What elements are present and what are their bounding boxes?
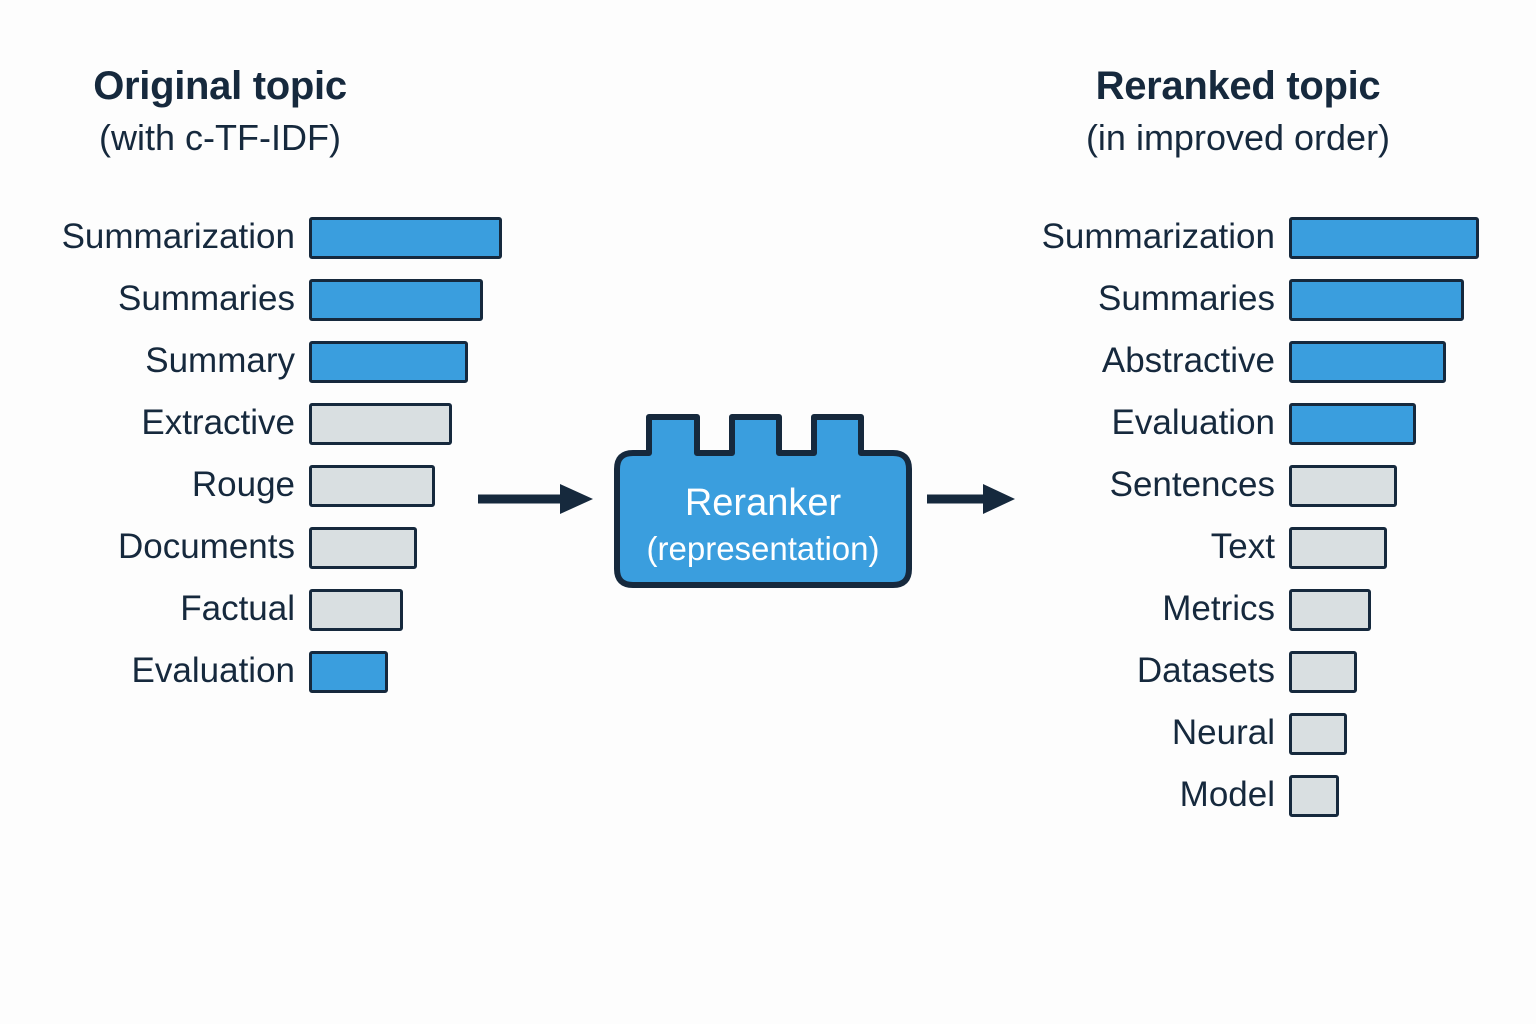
- bar-muted: [1289, 527, 1387, 569]
- bar-row: Model: [980, 773, 1520, 835]
- bar-muted: [1289, 589, 1371, 631]
- reranker-stage: Reranker (representation): [470, 405, 1030, 605]
- bar-row: Summarization: [0, 215, 520, 277]
- bar-label: Summarization: [61, 217, 295, 256]
- bar-muted: [1289, 775, 1339, 817]
- bar-row: Sentences: [980, 463, 1520, 525]
- output-arrow-icon: [927, 482, 1015, 516]
- bar-accent: [1289, 403, 1416, 445]
- right-column-heading: Reranked topic (in improved order): [1038, 66, 1438, 156]
- right-column-subtitle: (in improved order): [1085, 117, 1391, 158]
- bar-row: Datasets: [980, 649, 1520, 711]
- bar-label: Summaries: [118, 279, 295, 318]
- bar-row: Evaluation: [0, 649, 520, 711]
- bar-label: Neural: [1171, 713, 1275, 752]
- reranker-block[interactable]: Reranker (representation): [603, 405, 923, 597]
- bar-row: Evaluation: [980, 401, 1520, 463]
- bar-row: Summaries: [0, 277, 520, 339]
- bar-accent: [309, 217, 502, 259]
- left-column-title: Original topic: [93, 64, 347, 108]
- bar-accent: [1289, 341, 1446, 383]
- bar-row: Summary: [0, 339, 520, 401]
- left-column-subtitle: (with c-TF-IDF): [99, 117, 341, 158]
- bar-label: Datasets: [1136, 651, 1275, 690]
- bar-label: Abstractive: [1101, 341, 1275, 380]
- bar-label: Extractive: [141, 403, 295, 442]
- bar-muted: [1289, 465, 1397, 507]
- bar-label: Sentences: [1109, 465, 1275, 504]
- bar-accent: [1289, 279, 1464, 321]
- bar-row: Extractive: [0, 401, 520, 463]
- bar-row: Factual: [0, 587, 520, 649]
- bar-label: Metrics: [1162, 589, 1275, 628]
- bar-label: Summary: [145, 341, 295, 380]
- bar-muted: [309, 527, 417, 569]
- bar-label: Evaluation: [131, 651, 295, 690]
- bar-row: Summaries: [980, 277, 1520, 339]
- bar-accent: [309, 651, 388, 693]
- left-column-heading: Original topic (with c-TF-IDF): [20, 66, 420, 156]
- bar-muted: [309, 403, 452, 445]
- bar-label: Summarization: [1041, 217, 1275, 256]
- input-arrow-icon: [478, 482, 593, 516]
- bar-muted: [1289, 651, 1357, 693]
- bar-row: Neural: [980, 711, 1520, 773]
- right-column-title: Reranked topic: [1095, 64, 1381, 108]
- bar-label: Evaluation: [1111, 403, 1275, 442]
- bar-label: Rouge: [191, 465, 295, 504]
- bar-muted: [309, 465, 435, 507]
- bar-row: Text: [980, 525, 1520, 587]
- bar-muted: [1289, 713, 1347, 755]
- bar-label: Summaries: [1098, 279, 1275, 318]
- bar-row: Summarization: [980, 215, 1520, 277]
- bar-row: Rouge: [0, 463, 520, 525]
- bar-muted: [309, 589, 403, 631]
- bar-row: Documents: [0, 525, 520, 587]
- bar-label: Model: [1179, 775, 1275, 814]
- bar-label: Text: [1210, 527, 1275, 566]
- bar-accent: [309, 341, 468, 383]
- bar-label: Factual: [180, 589, 295, 628]
- bar-accent: [1289, 217, 1479, 259]
- bar-row: Abstractive: [980, 339, 1520, 401]
- bar-accent: [309, 279, 483, 321]
- bar-label: Documents: [117, 527, 295, 566]
- bar-row: Metrics: [980, 587, 1520, 649]
